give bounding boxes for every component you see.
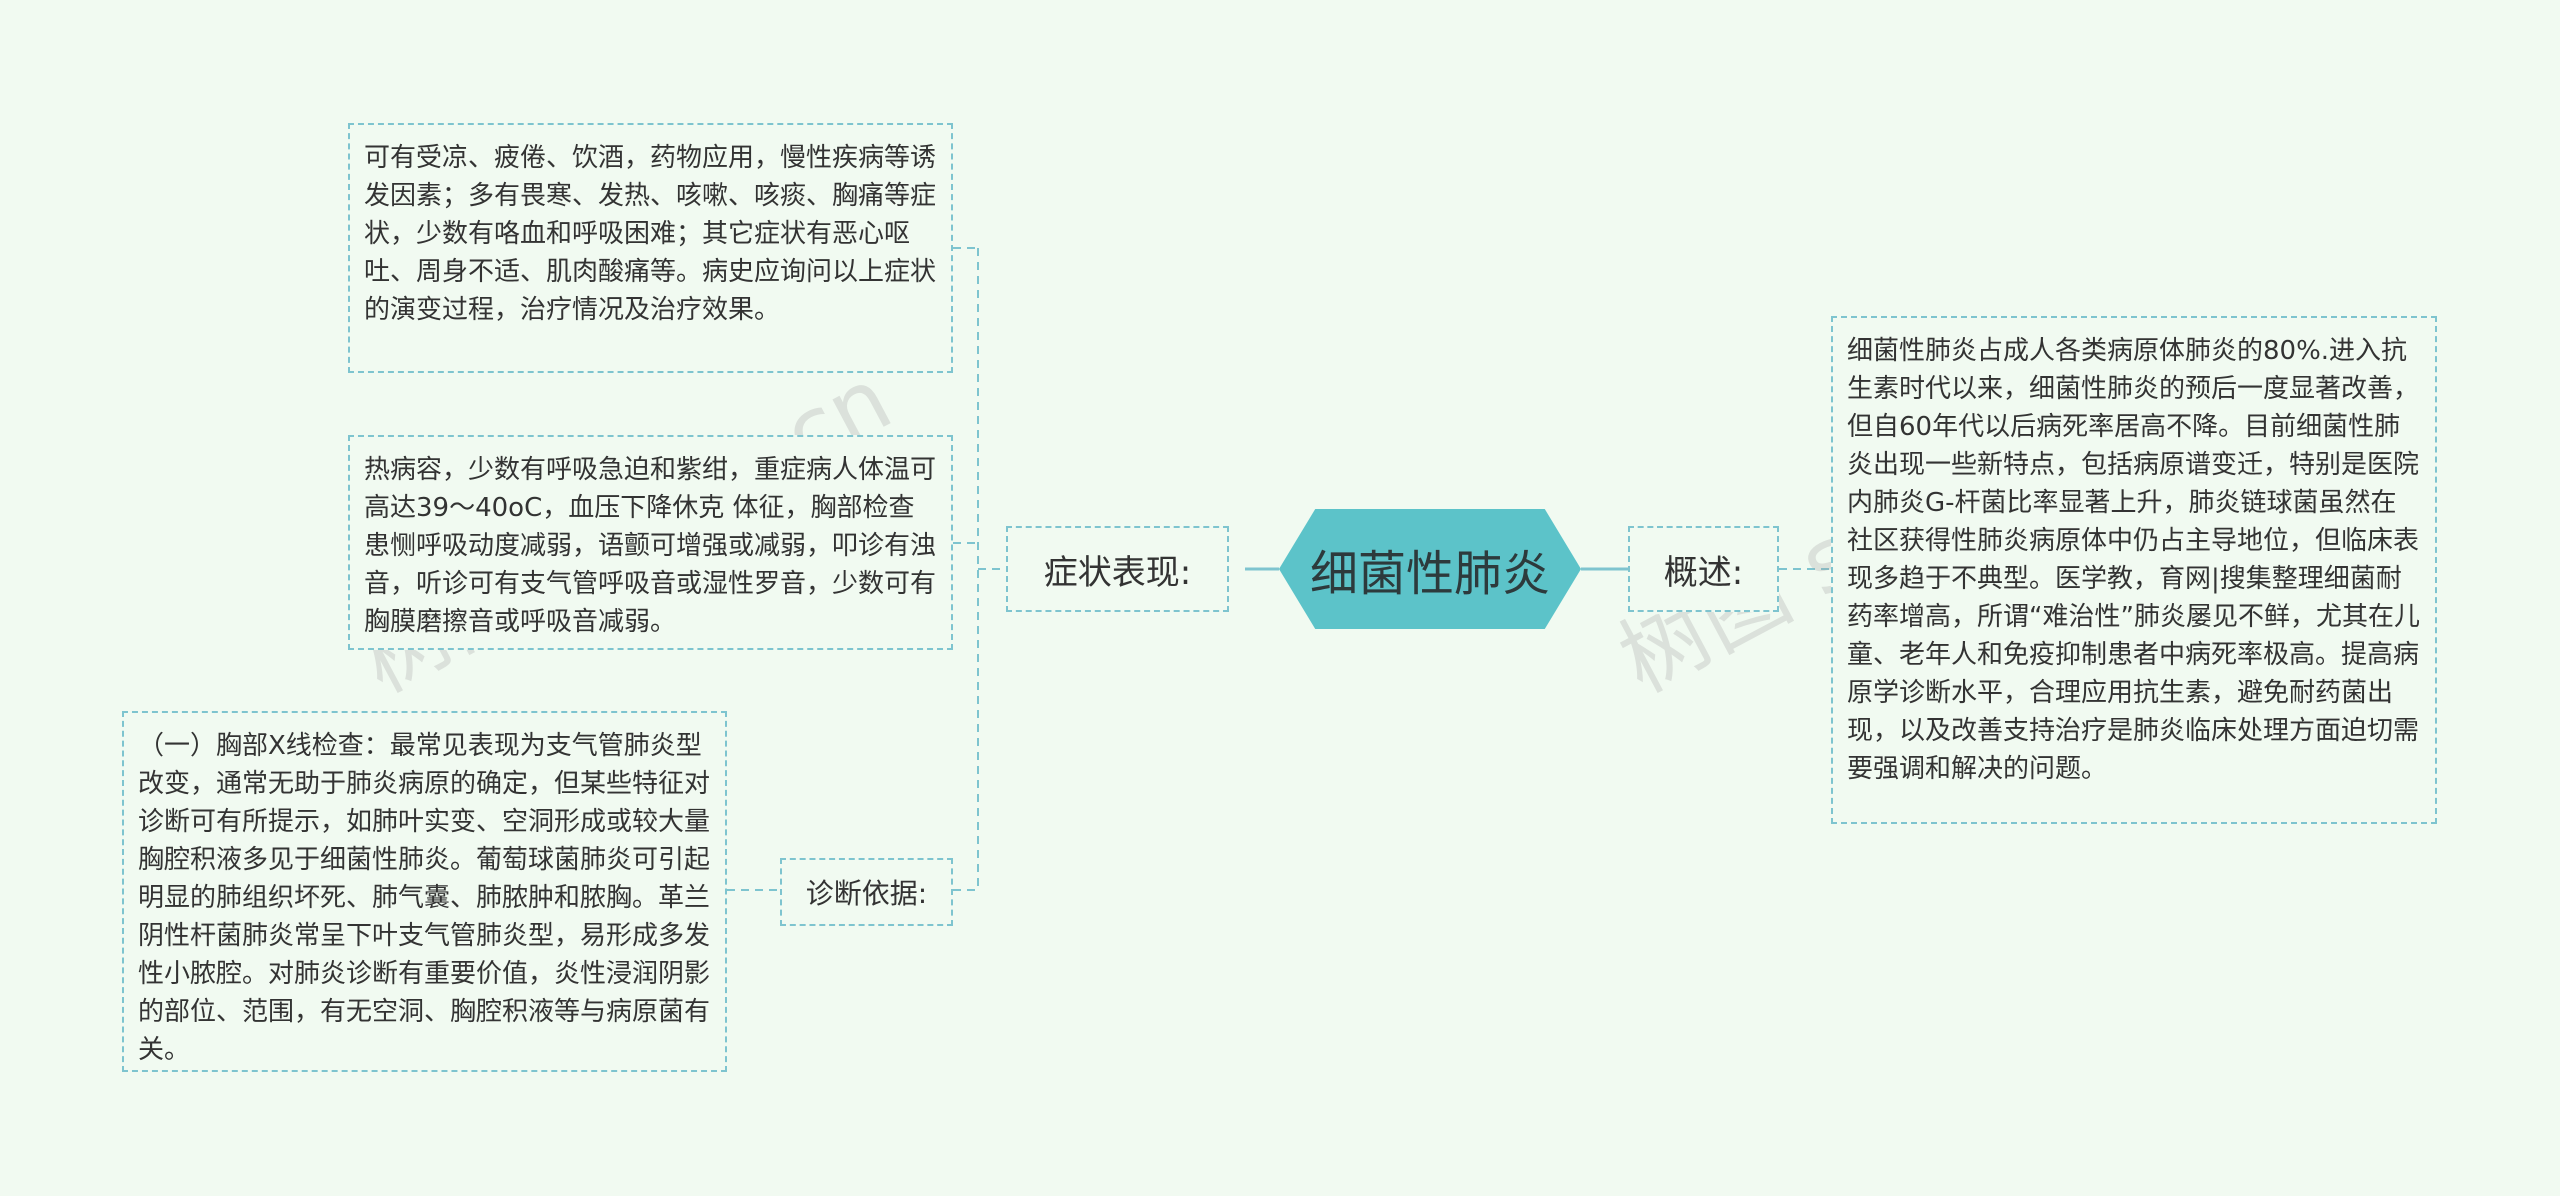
- branch-label-overview[interactable]: 概述:: [1628, 526, 1779, 612]
- central-topic[interactable]: 细菌性肺炎: [1279, 509, 1581, 629]
- overview-item[interactable]: 细菌性肺炎占成人各类病原体肺炎的80%.进入抗生素时代以来，细菌性肺炎的预后一度…: [1831, 316, 2437, 824]
- symptom-item-history[interactable]: 可有受凉、疲倦、饮酒，药物应用，慢性疾病等诱发因素；多有畏寒、发热、咳嗽、咳痰、…: [348, 123, 953, 373]
- branch-label-symptoms[interactable]: 症状表现:: [1006, 526, 1229, 612]
- diagnosis-item-xray[interactable]: （一）胸部X线检查：最常见表现为支气管肺炎型改变，通常无助于肺炎病原的确定，但某…: [122, 711, 727, 1072]
- symptom-item-signs[interactable]: 热病容，少数有呼吸急迫和紫绀，重症病人体温可高达39～40oC，血压下降休克 体…: [348, 435, 953, 650]
- branch-label-diagnosis[interactable]: 诊断依据:: [780, 858, 953, 926]
